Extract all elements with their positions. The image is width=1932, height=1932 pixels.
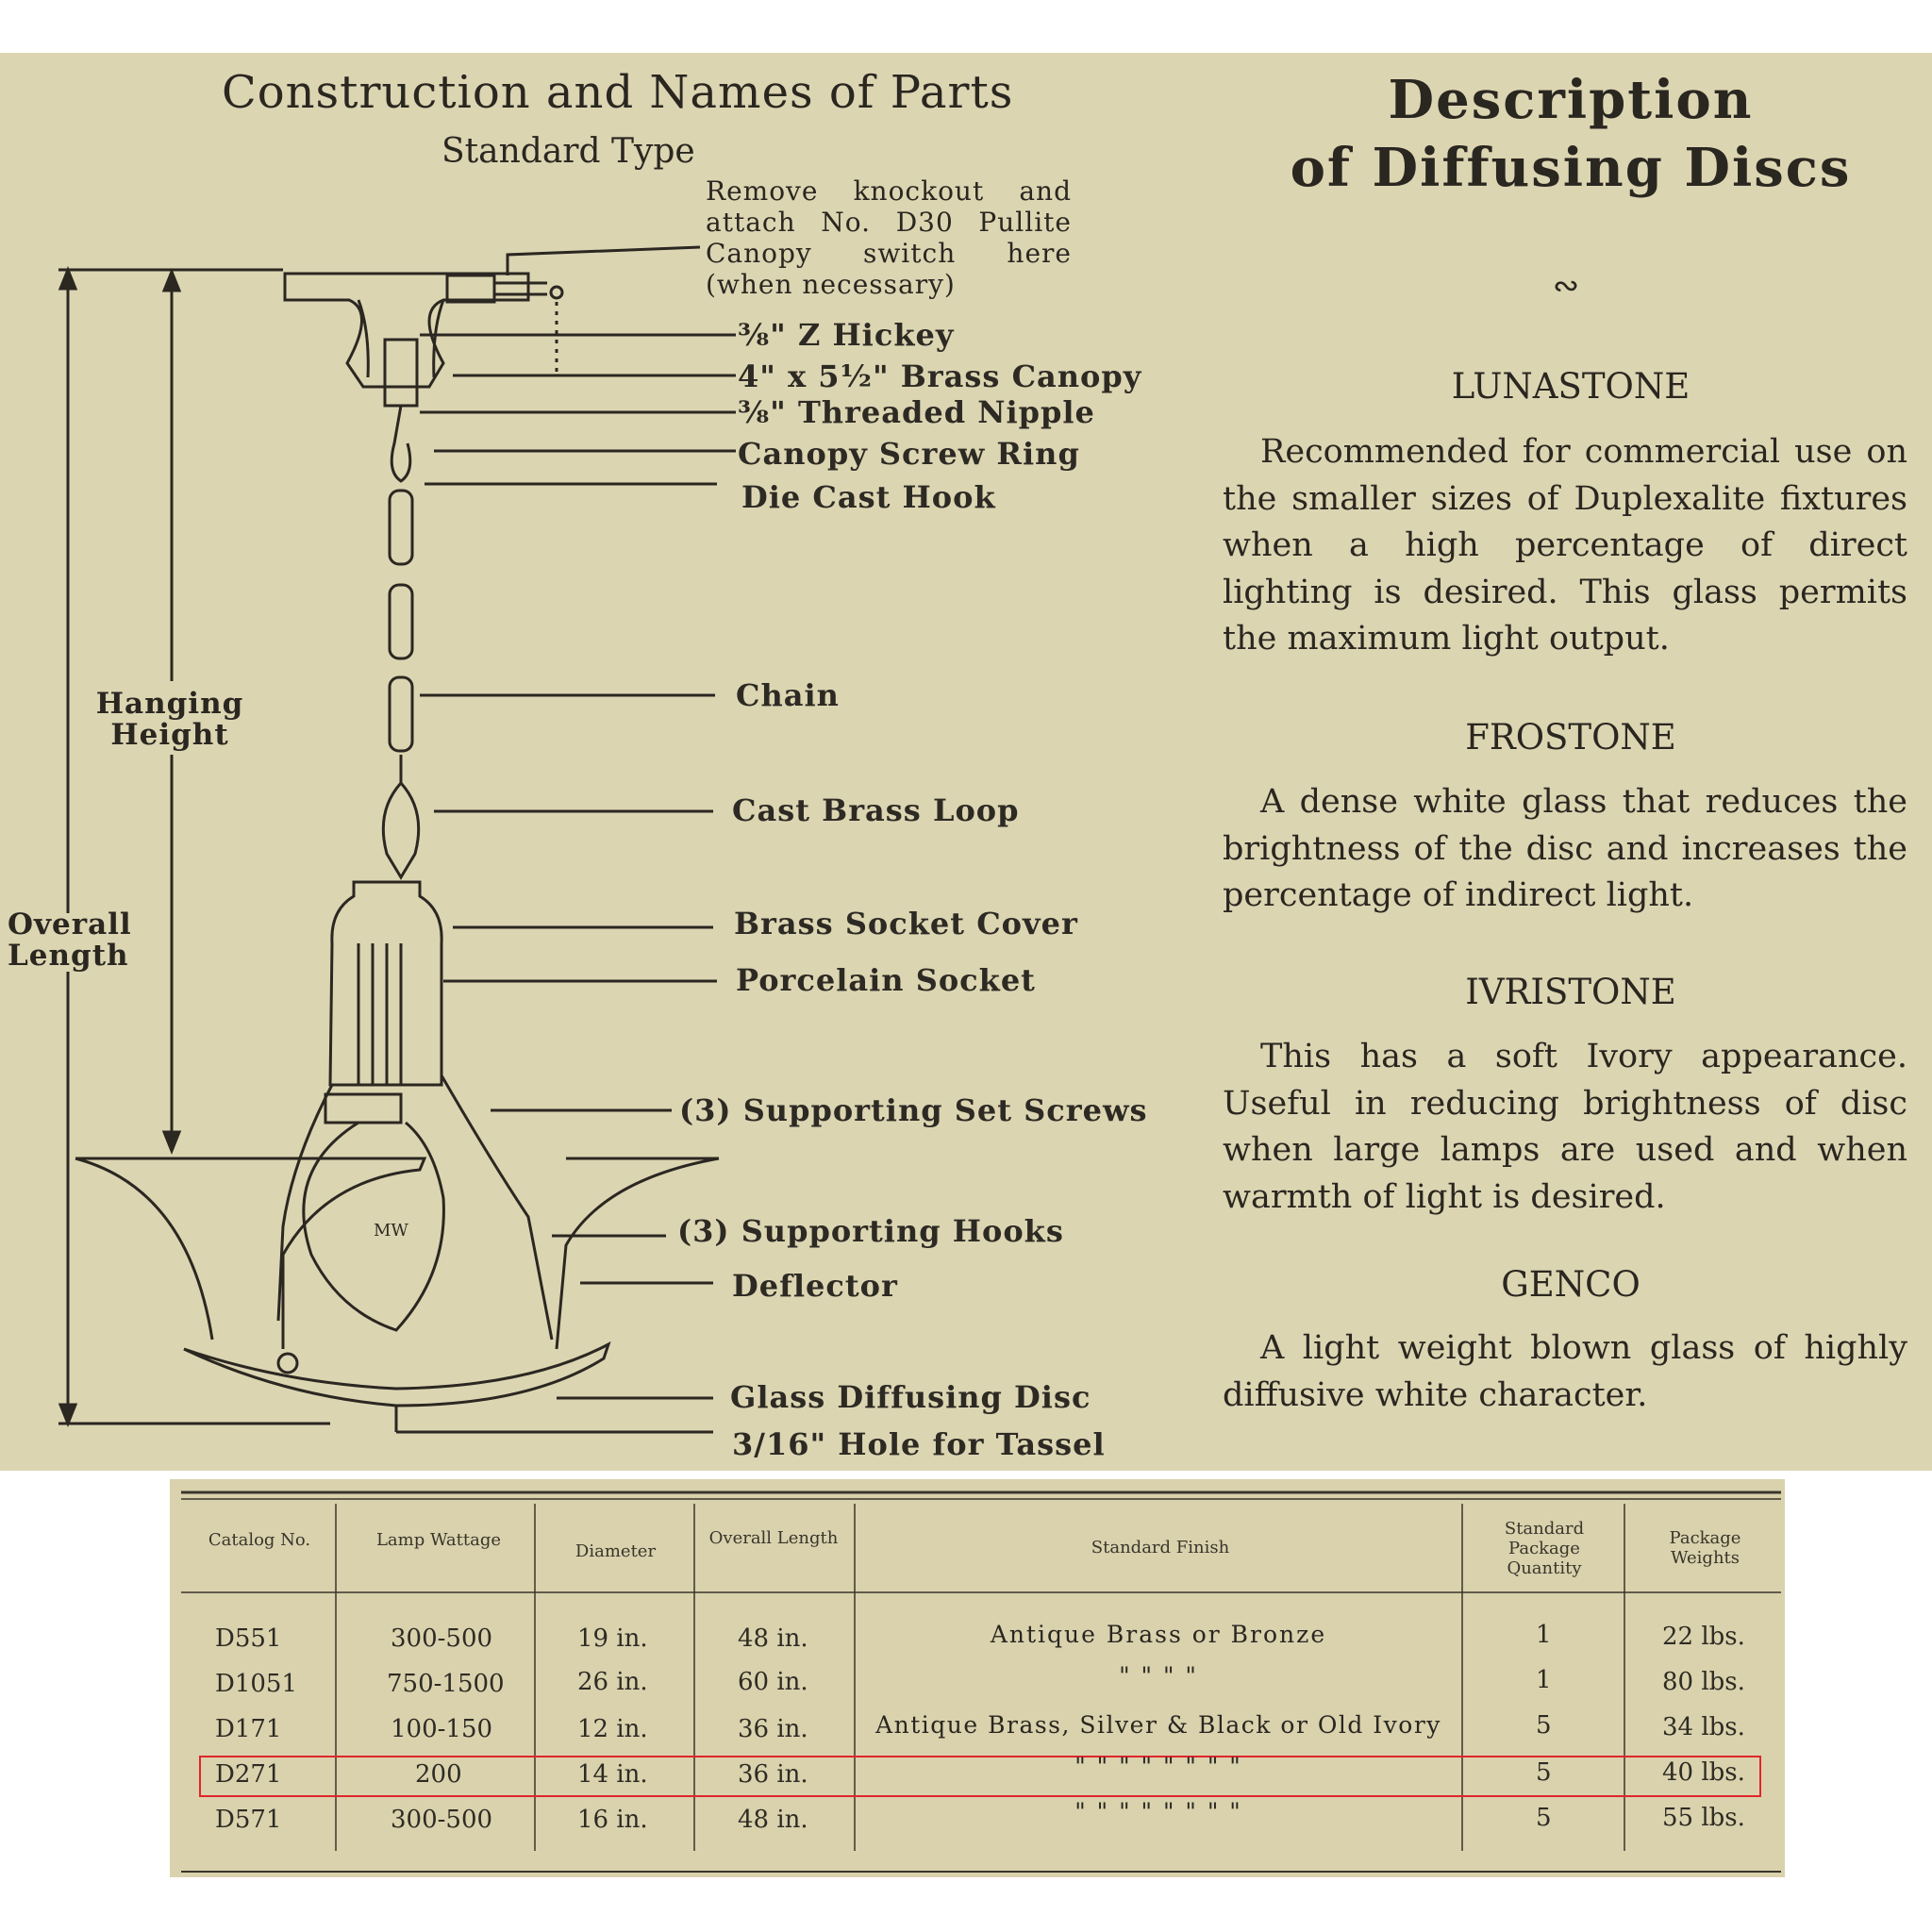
header-standard-finish: Standard Finish <box>1091 1538 1230 1557</box>
cell-length: 48 in. <box>738 1624 808 1653</box>
cell-finish: " " " " " " " " <box>1074 1798 1242 1825</box>
cell-wattage: 200 <box>415 1760 462 1789</box>
cell-catalog: D551 <box>215 1624 282 1653</box>
glass-name-genco: GENCO <box>1501 1264 1641 1305</box>
cell-weight: 80 lbs. <box>1662 1668 1745 1696</box>
part-label-threaded-nipple: ⅜" Threaded Nipple <box>738 394 1095 430</box>
cell-catalog: D1051 <box>215 1670 298 1698</box>
cell-catalog: D571 <box>215 1806 282 1834</box>
cell-finish: Antique Brass or Bronze <box>990 1621 1327 1648</box>
overall-length-label: Overall Length <box>8 908 132 973</box>
diagram-subtitle: Standard Type <box>441 132 695 171</box>
glass-desc-ivristone: This has a soft Ivory appearance. Useful… <box>1223 1038 1907 1216</box>
knockout-note: Remove knockout and attach No. D30 Pulli… <box>706 175 1072 300</box>
cell-length: 60 in. <box>738 1668 808 1696</box>
cell-weight: 22 lbs. <box>1662 1623 1745 1651</box>
part-label-brass-canopy: 4" x 5½" Brass Canopy <box>738 358 1142 394</box>
part-label-z-hickey: ⅜" Z Hickey <box>738 317 955 353</box>
cell-diameter: 19 in. <box>577 1624 648 1653</box>
cell-finish: Antique Brass, Silver & Black or Old Ivo… <box>875 1711 1441 1739</box>
cell-wattage: 750-1500 <box>387 1670 505 1698</box>
cell-diameter: 26 in. <box>577 1668 648 1696</box>
header-catalog-no: Catalog No. <box>208 1530 311 1550</box>
cell-diameter: 14 in. <box>577 1760 648 1789</box>
cell-weight: 34 lbs. <box>1662 1713 1745 1741</box>
ornament-glyph: ∾ <box>1552 267 1580 305</box>
header-lamp-wattage: Lamp Wattage <box>375 1530 502 1550</box>
cell-quantity: 5 <box>1536 1758 1552 1787</box>
cell-wattage: 300-500 <box>391 1806 493 1834</box>
bulb-mark: MW <box>374 1221 408 1241</box>
cell-weight: 40 lbs. <box>1662 1758 1745 1787</box>
cell-weight: 55 lbs. <box>1662 1804 1745 1832</box>
part-label-hole-for-tassel: 3/16" Hole for Tassel <box>732 1426 1106 1462</box>
part-label-porcelain-socket: Porcelain Socket <box>736 962 1036 998</box>
fixture-diagram <box>58 245 736 1434</box>
cell-quantity: 5 <box>1536 1804 1552 1832</box>
glass-desc-lunastone: Recommended for commercial use on the sm… <box>1223 433 1907 658</box>
part-label-deflector: Deflector <box>732 1268 898 1304</box>
header-diameter: Diameter <box>575 1541 657 1561</box>
cell-catalog: D171 <box>215 1715 282 1743</box>
cell-length: 48 in. <box>738 1806 808 1834</box>
cell-quantity: 1 <box>1536 1666 1552 1694</box>
header-overall-length: Overall Length <box>708 1528 839 1548</box>
cell-wattage: 300-500 <box>391 1624 493 1653</box>
cell-diameter: 12 in. <box>577 1715 648 1743</box>
header-package-quantity: Standard Package Quantity <box>1504 1519 1585 1578</box>
cell-quantity: 1 <box>1536 1621 1552 1649</box>
part-label-canopy-screw-ring: Canopy Screw Ring <box>738 436 1080 472</box>
description-title: Description of Diffusing Discs <box>1217 66 1924 202</box>
part-label-chain: Chain <box>736 677 840 713</box>
cell-diameter: 16 in. <box>577 1806 648 1834</box>
specs-table <box>170 1479 1785 1877</box>
glass-desc-genco: A light weight blown glass of highly dif… <box>1223 1329 1907 1414</box>
part-label-glass-diffusing-disc: Glass Diffusing Disc <box>730 1379 1091 1415</box>
part-label-brass-socket-cover: Brass Socket Cover <box>734 906 1078 941</box>
cell-finish: " " " " <box>1119 1662 1198 1690</box>
glass-name-ivristone: IVRISTONE <box>1465 972 1676 1012</box>
part-label-supporting-hooks: (3) Supporting Hooks <box>677 1213 1064 1249</box>
cell-wattage: 100-150 <box>391 1715 493 1743</box>
diagram-title: Construction and Names of Parts <box>222 66 1014 119</box>
part-label-cast-brass-loop: Cast Brass Loop <box>732 792 1020 828</box>
hanging-height-label: Hanging Height <box>95 687 244 752</box>
header-package-weights: Package Weights <box>1669 1528 1741 1568</box>
glass-name-lunastone: LUNASTONE <box>1451 366 1690 407</box>
cell-catalog: D271 <box>215 1760 282 1789</box>
cell-length: 36 in. <box>738 1715 808 1743</box>
highlighted-row-d271 <box>199 1756 1761 1797</box>
description-title-line1: Description <box>1388 69 1754 131</box>
part-label-set-screws: (3) Supporting Set Screws <box>679 1092 1148 1128</box>
glass-desc-frostone: A dense white glass that reduces the bri… <box>1223 783 1907 914</box>
cell-length: 36 in. <box>738 1760 808 1789</box>
part-label-die-cast-hook: Die Cast Hook <box>741 479 996 515</box>
cell-finish: " " " " " " " " <box>1074 1753 1242 1780</box>
catalog-page <box>0 53 1932 1471</box>
cell-quantity: 5 <box>1536 1711 1552 1740</box>
description-title-line2: of Diffusing Discs <box>1290 137 1852 199</box>
glass-name-frostone: FROSTONE <box>1465 717 1676 758</box>
